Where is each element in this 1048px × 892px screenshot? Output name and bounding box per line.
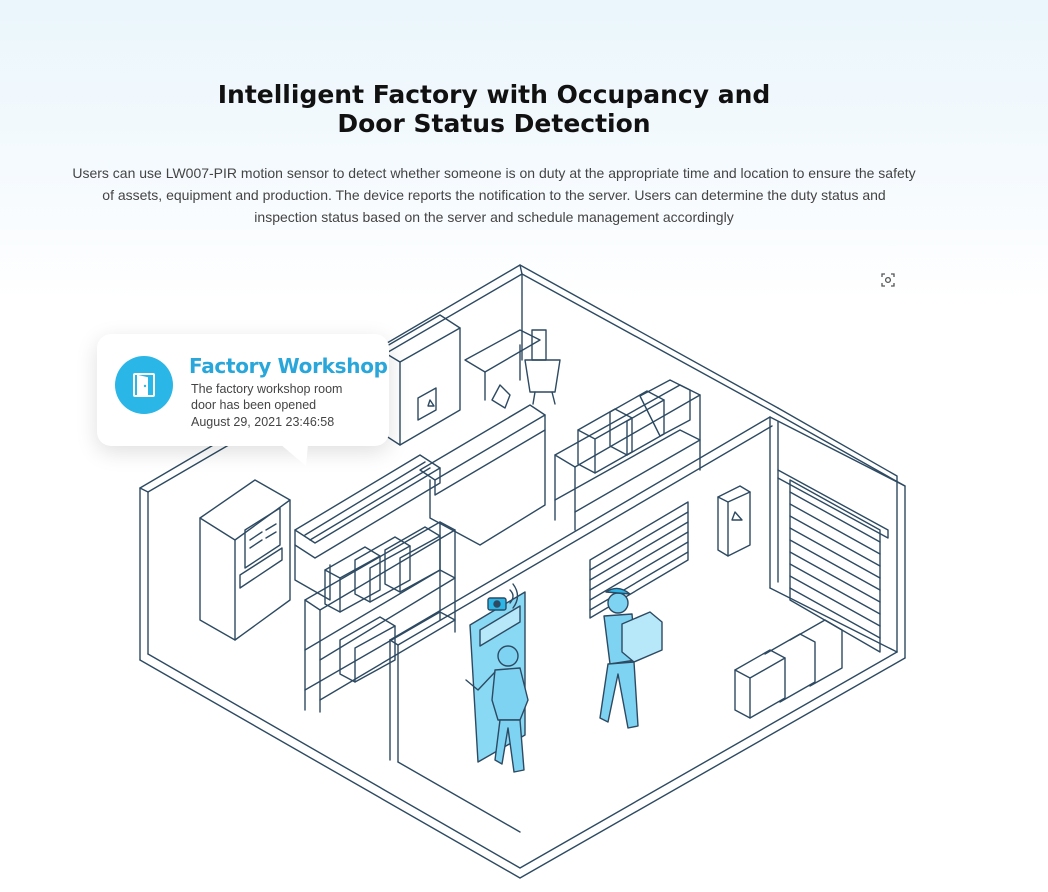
roller-door bbox=[777, 469, 889, 653]
section-title: Intelligent Factory with Occupancy and D… bbox=[0, 80, 988, 138]
section-description: Users can use LW007-PIR motion sensor to… bbox=[72, 165, 916, 225]
section-title-line2: Door Status Detection bbox=[337, 109, 651, 138]
electrical-panel bbox=[717, 485, 751, 557]
worker-at-door bbox=[465, 645, 529, 773]
shelf-left bbox=[304, 521, 456, 713]
control-cabinet bbox=[199, 479, 291, 641]
notification-title: Factory Workshop bbox=[189, 354, 388, 378]
notification-timestamp: August 29, 2021 23:46:58 bbox=[191, 415, 335, 429]
notification-pointer bbox=[280, 444, 308, 466]
notification-message-line1: The factory workshop room bbox=[191, 382, 343, 396]
window-blinds bbox=[589, 501, 689, 619]
section-title-line1: Intelligent Factory with Occupancy and bbox=[217, 80, 771, 109]
floor-boxes bbox=[734, 619, 843, 719]
door-icon bbox=[115, 356, 173, 414]
shelf-right bbox=[554, 379, 701, 531]
conveyor-belts bbox=[294, 314, 546, 601]
notification-message-line2: door has been opened bbox=[191, 398, 317, 412]
fullscreen-icon[interactable] bbox=[880, 272, 896, 288]
door-notification-card: Factory Workshop The factory workshop ro… bbox=[97, 334, 389, 446]
robot-arm bbox=[464, 329, 561, 409]
motion-sensor bbox=[487, 583, 519, 611]
room-outline bbox=[139, 264, 906, 879]
worker-with-box bbox=[599, 587, 663, 729]
factory-illustration bbox=[139, 264, 906, 879]
